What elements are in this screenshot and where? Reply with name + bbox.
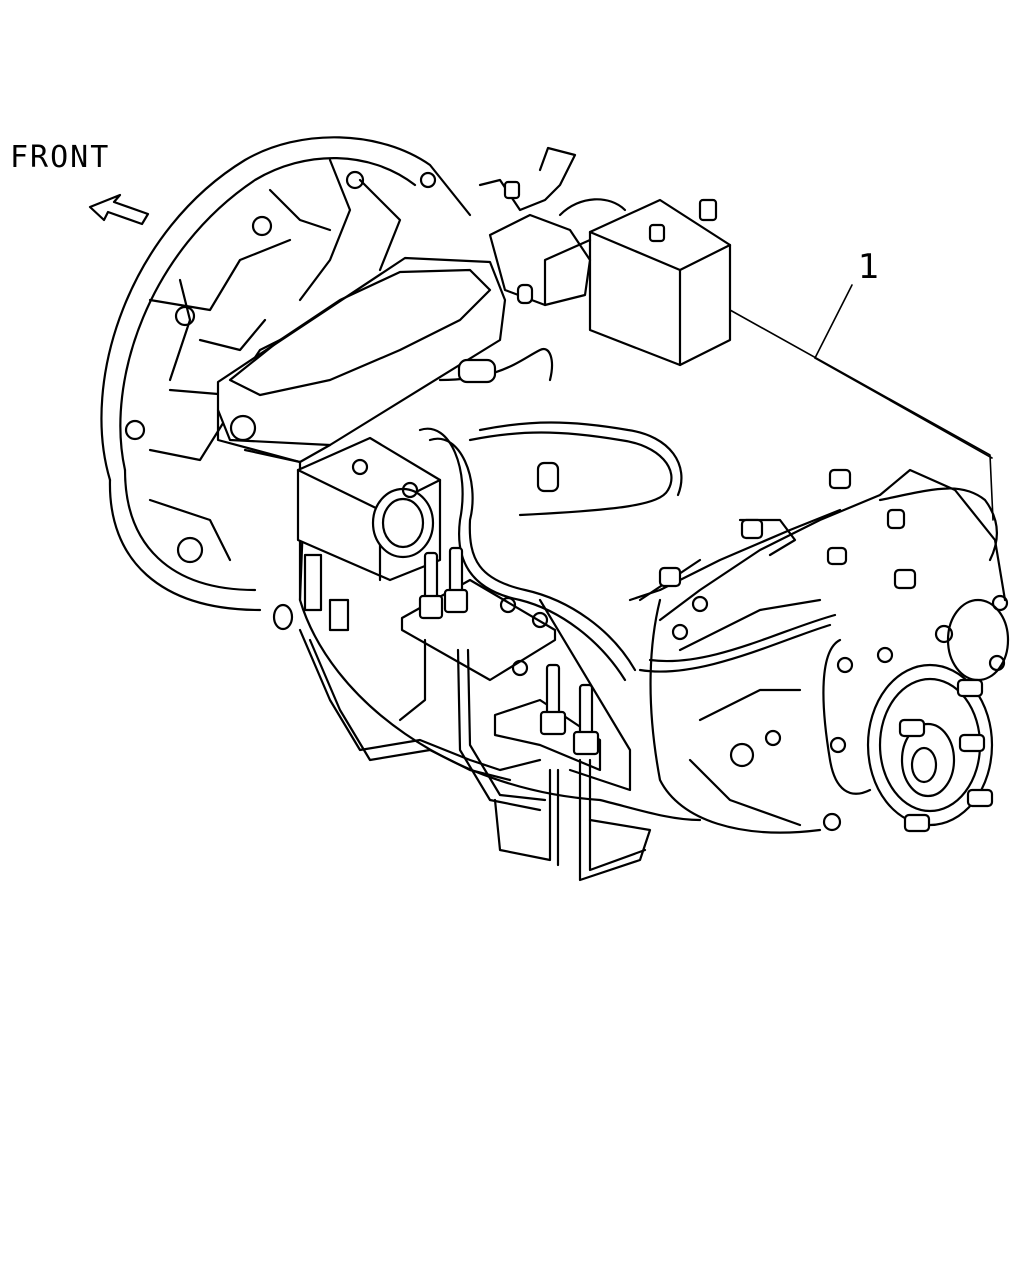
air-pipes (298, 347, 999, 782)
valve-body (296, 436, 442, 632)
callout-1-leader (729, 284, 994, 521)
solenoid-valve-box (588, 198, 732, 367)
lower-tubes (398, 638, 652, 882)
top-cover-plate (216, 256, 507, 464)
output-flange (822, 594, 1010, 833)
upper-bracket (478, 146, 577, 212)
shift-actuator (488, 198, 627, 307)
pressure-switches (418, 546, 600, 756)
front-direction-label: FRONT (10, 140, 111, 175)
case-bolts (457, 358, 917, 768)
transmission-case (243, 448, 1007, 834)
callout-number-1: 1 (858, 247, 880, 287)
front-arrow-icon (88, 193, 150, 226)
